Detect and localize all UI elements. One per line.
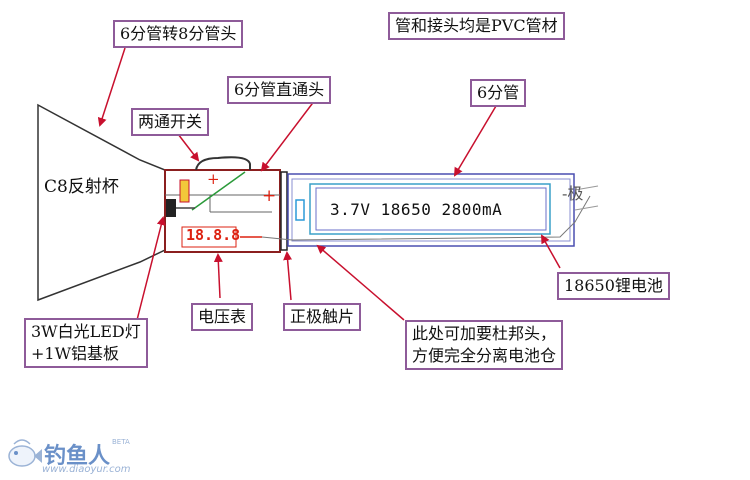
battery-spec-label: 3.7V 18650 2800mA — [330, 200, 503, 219]
green-wire — [191, 171, 246, 211]
watermark-url: www.diaoyur.com — [42, 464, 131, 475]
arrow-dupont — [316, 244, 405, 321]
led-label-line2: +1W铝基板 — [31, 344, 120, 363]
voltmeter-display-box — [181, 226, 237, 248]
pipe-inner — [291, 178, 571, 242]
fish-logo-icon — [8, 439, 42, 467]
pipe-label: 6分管 — [470, 79, 527, 107]
battery-wrap — [315, 187, 547, 231]
positive-contact-label: 正极触片 — [283, 303, 362, 331]
arrow-battery — [541, 234, 561, 269]
watermark-beta: BETA — [112, 438, 130, 446]
dupont-note-line1: 此处可加要杜邦头， — [412, 324, 557, 343]
positive-contact-plate — [280, 171, 288, 251]
watermark-name: 钓鱼人 — [44, 444, 111, 469]
led-board — [179, 179, 190, 203]
arrow-contact — [283, 251, 293, 301]
voltmeter-display: 18.8.8 — [186, 226, 241, 244]
arrow-voltmeter — [213, 253, 223, 299]
negative-pole-label: -极 — [562, 184, 584, 203]
arrows — [97, 47, 561, 321]
battery-body — [309, 183, 551, 235]
arrow-led — [136, 216, 166, 321]
pvc-note-label: 管和接头均是PVC管材 — [388, 12, 565, 40]
dupont-note-label: 此处可加要杜邦头， 方便完全分离电池仓 — [405, 320, 564, 370]
plus-sign-top: + — [207, 170, 220, 188]
battery-positive-cap — [295, 199, 305, 221]
voltmeter-label: 电压表 — [191, 303, 254, 331]
adapter-label: 6分管转8分管头 — [113, 20, 244, 48]
reflector-label: C8反射杯 — [44, 177, 119, 197]
footer-bar — [0, 418, 750, 480]
battery-label: 18650锂电池 — [557, 272, 670, 300]
arrow-switch — [177, 133, 200, 162]
return-wire — [261, 195, 591, 241]
dupont-note-line2: 方便完全分离电池仓 — [412, 346, 557, 365]
switch-wire-loop — [195, 156, 251, 171]
led-label-line1: 3W白光LED灯 — [31, 322, 141, 341]
straight-connector-label: 6分管直通头 — [227, 76, 332, 104]
switch-label: 两通开关 — [131, 108, 210, 136]
arrow-straight — [260, 99, 316, 172]
arrow-adapter — [97, 47, 126, 127]
led-label: 3W白光LED灯 +1W铝基板 — [24, 318, 148, 368]
plus-sign-side: + — [262, 186, 277, 206]
arrow-pipe — [453, 105, 497, 177]
